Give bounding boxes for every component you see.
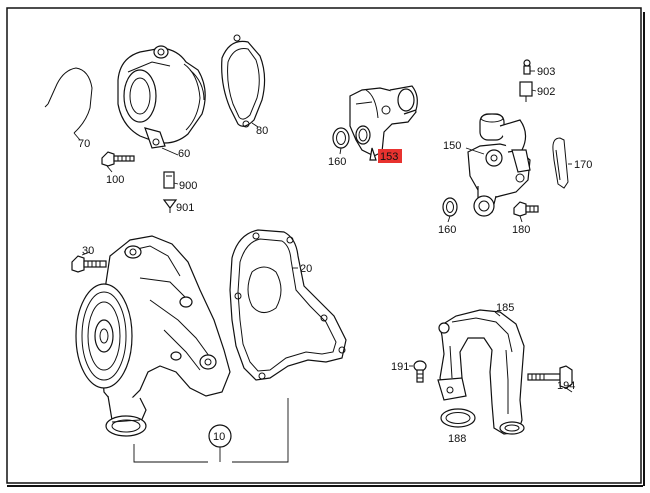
part-901-plug[interactable] (162, 199, 178, 213)
part-194-bolt[interactable] (527, 365, 573, 393)
callout-185[interactable]: 185 (496, 302, 514, 314)
callout-70[interactable]: 70 (78, 138, 90, 150)
part-900-sensor[interactable] (163, 171, 179, 189)
part-185-coolant-pipe[interactable] (437, 309, 525, 435)
callout-10[interactable]: 10 (213, 431, 225, 443)
part-188-seal[interactable] (440, 408, 476, 428)
part-60-thermostat-housing[interactable] (117, 45, 206, 156)
part-10-water-pump[interactable] (75, 235, 231, 437)
part-191-bolt[interactable] (409, 360, 427, 383)
part-903-cap[interactable] (523, 59, 535, 75)
part-10-bracket (133, 398, 289, 463)
part-902-sensor[interactable] (519, 81, 537, 102)
part-100-bolt[interactable] (101, 151, 135, 173)
part-160-oring-lower[interactable] (442, 197, 458, 223)
callout-188[interactable]: 188 (448, 433, 466, 445)
callout-901[interactable]: 901 (176, 202, 194, 214)
callout-60[interactable]: 60 (178, 148, 190, 160)
callout-191[interactable]: 191 (391, 361, 409, 373)
part-150-actuator-housing[interactable] (465, 113, 531, 217)
callout-150[interactable]: 150 (443, 140, 461, 152)
part-20-gasket[interactable] (229, 229, 347, 381)
callout-900[interactable]: 900 (179, 180, 197, 192)
callout-194[interactable]: 194 (557, 380, 575, 392)
callout-160-lower[interactable]: 160 (438, 224, 456, 236)
part-70-clip[interactable] (44, 67, 93, 141)
callout-170[interactable]: 170 (574, 159, 592, 171)
part-180-bolt[interactable] (513, 201, 539, 223)
part-170-clip[interactable] (552, 137, 572, 189)
callout-20[interactable]: 20 (300, 263, 312, 275)
callout-180[interactable]: 180 (512, 224, 530, 236)
callout-30[interactable]: 30 (82, 245, 94, 257)
callout-903[interactable]: 903 (537, 66, 555, 78)
part-30-bolt[interactable] (71, 251, 107, 273)
highlight-153 (378, 149, 402, 163)
callout-902[interactable]: 902 (537, 86, 555, 98)
callout-100[interactable]: 100 (106, 174, 124, 186)
callout-80[interactable]: 80 (256, 125, 268, 137)
part-160-oring-upper[interactable] (332, 127, 350, 155)
frame-border (6, 7, 642, 484)
part-80-gasket[interactable] (221, 34, 266, 128)
callout-153[interactable]: 153 (380, 151, 398, 163)
part-153-thermostat-assembly[interactable] (349, 85, 418, 161)
callout-160-upper[interactable]: 160 (328, 156, 346, 168)
